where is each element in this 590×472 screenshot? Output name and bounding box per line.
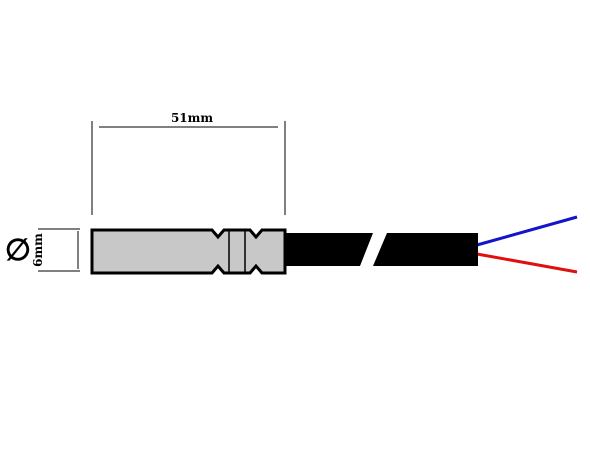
blue-wire: [476, 215, 578, 247]
cable-segment-right: [373, 233, 478, 266]
temperature-sensor-probe: [90, 228, 287, 275]
black-cable: [284, 233, 478, 266]
red-wire: [476, 252, 578, 274]
diameter-dimension: ∅ 6mm: [5, 228, 80, 272]
diameter-symbol: ∅: [5, 233, 31, 268]
wires: [476, 215, 578, 274]
length-label: 51mm: [171, 111, 213, 125]
length-dimension: 51mm: [91, 111, 286, 215]
cable-segment-left: [284, 233, 373, 266]
diameter-label: 6mm: [31, 233, 45, 267]
probe-body: [90, 228, 287, 275]
